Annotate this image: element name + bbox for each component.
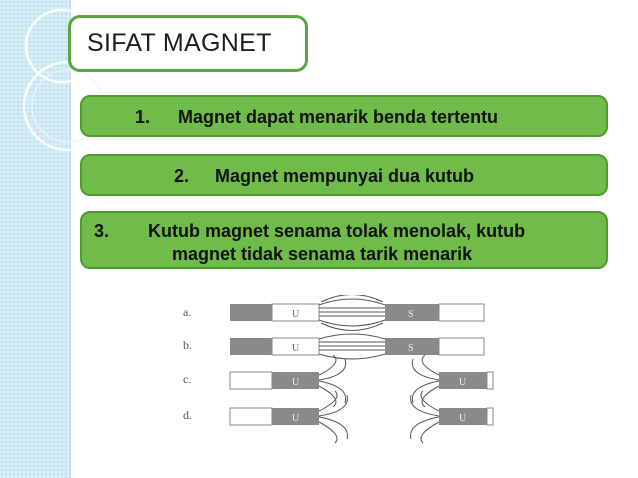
row-label-b: b. [183, 338, 192, 352]
magnet-d-right-pole [439, 408, 487, 425]
point-text: Kutub magnet senama tolak menolak, kutub [148, 221, 526, 241]
pole-label: U [459, 413, 467, 424]
decorative-left-band [0, 0, 70, 478]
field-lines-a [318, 295, 386, 331]
point-2: 2. Magnet mempunyai dua kutub [80, 154, 608, 196]
magnet-a-right-pole [385, 304, 439, 321]
magnet-row-b: b. U S [183, 333, 485, 360]
magnet-c-left-shaded [229, 371, 273, 390]
magnet-row-c: c. U U [183, 354, 494, 408]
magnet-d-right-shaded [486, 407, 494, 426]
band-divider [70, 0, 71, 478]
point-1: 1. Magnet dapat menarik benda tertentu [80, 95, 608, 137]
magnet-c-left-pole [272, 372, 319, 389]
point-text: Magnet dapat menarik benda tertentu [178, 107, 499, 127]
point-text: Magnet mempunyai dua kutub [215, 166, 475, 186]
row-label-d: d. [183, 408, 192, 422]
pole-label: U [292, 377, 300, 388]
pole-label: U [292, 413, 300, 424]
point-number: 1. [135, 107, 151, 127]
magnet-b-left-shaded [230, 338, 272, 355]
pole-label: S [408, 309, 414, 320]
point-3: 3. Kutub magnet senama tolak menolak, ku… [80, 211, 608, 269]
slide-title: SIFAT MAGNET [68, 15, 308, 72]
point-text-line-2: magnet tidak senama tarik menarik [172, 244, 473, 264]
point-number: 2. [174, 166, 190, 186]
row-label-a: a. [183, 305, 191, 319]
magnet-c-right-pole [439, 372, 487, 389]
pole-label: S [408, 343, 414, 354]
magnet-row-a: a. U S [183, 295, 485, 331]
magnet-a-left-shaded [230, 304, 272, 321]
point-number: 3. [94, 221, 110, 241]
magnet-a-right-shaded [438, 303, 485, 322]
pole-label: U [292, 309, 300, 320]
field-lines-d [318, 390, 440, 444]
magnet-b-right-shaded [438, 337, 485, 356]
row-label-c: c. [183, 372, 191, 386]
slide-title-text: SIFAT MAGNET [87, 29, 272, 57]
magnet-d-left-shaded [229, 407, 273, 426]
field-lines-c [318, 354, 440, 408]
magnet-b-right-pole [385, 338, 439, 355]
pole-label: U [292, 343, 300, 354]
pole-label: U [459, 377, 467, 388]
magnet-row-d: d. U U [183, 390, 494, 444]
magnet-diagram: a. U S b. U S [183, 295, 494, 444]
field-lines-b [318, 333, 386, 360]
magnet-c-right-shaded [486, 371, 494, 390]
magnet-d-left-pole [272, 408, 319, 425]
